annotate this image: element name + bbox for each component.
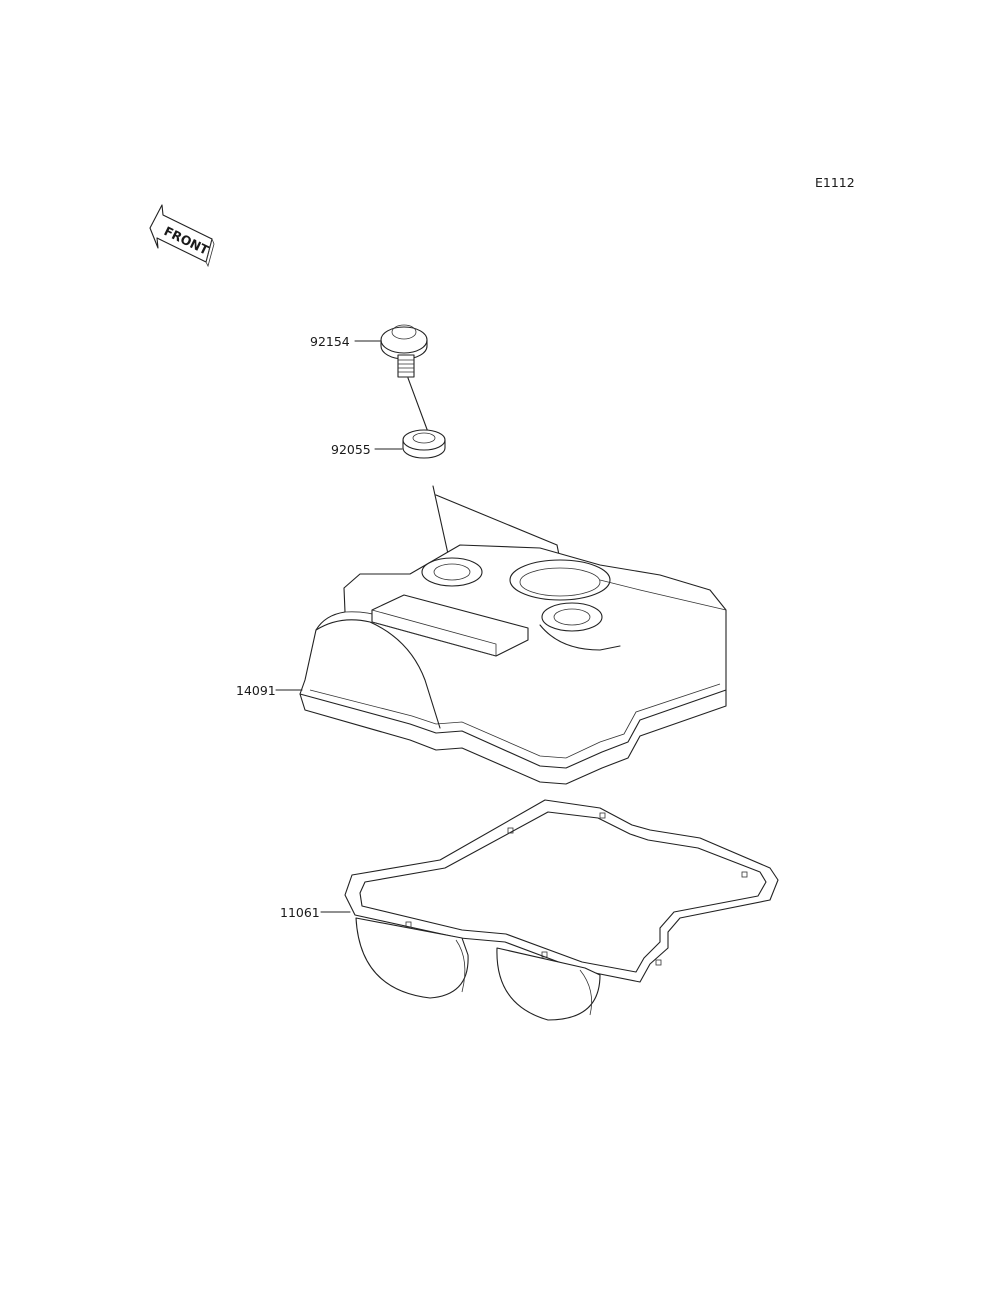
- gasket-11061: [344, 799, 779, 1021]
- diagram-code: E1112: [815, 175, 855, 190]
- part-number-14091: 14091: [236, 683, 276, 698]
- washer-92055: [402, 429, 446, 459]
- front-arrow-icon: FRONT: [149, 204, 215, 268]
- bolt-92154: [380, 324, 429, 433]
- part-number-92055: 92055: [331, 442, 371, 457]
- part-number-92154: 92154: [310, 334, 350, 349]
- part-number-11061: 11061: [280, 905, 320, 920]
- cylinder-head-cover-14091: [299, 544, 727, 785]
- assembly-line-2: [435, 494, 558, 546]
